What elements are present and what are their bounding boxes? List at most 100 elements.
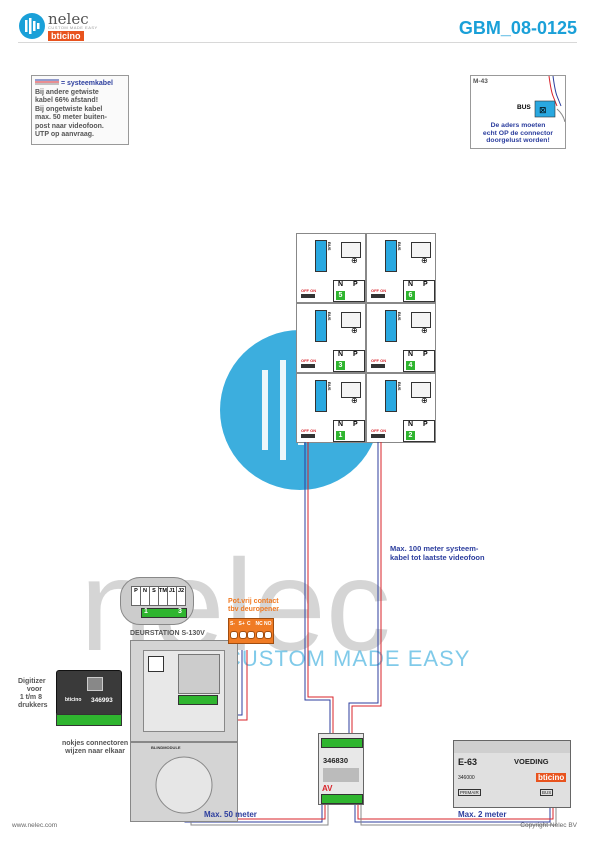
digitizer-label: Digitizer voor 1 t/m 8 drukkers: [18, 678, 48, 710]
monitor-off-on: OFF ON: [371, 288, 387, 293]
monitor-screen-icon: [341, 382, 361, 398]
monitor-np-box: N P 1: [333, 420, 365, 442]
note-line-6: post naar videofoon.: [35, 122, 104, 130]
header-divider: [18, 42, 577, 43]
monitor-bus-label: BUS: [327, 382, 332, 391]
blind-module-circle: [155, 756, 213, 814]
footer-website: www.nelec.com: [12, 822, 58, 829]
monitor-unit: BUS ⊕ N P 3 OFF ON: [296, 303, 366, 373]
door-station-label: DEURSTATION S-130V: [130, 630, 205, 637]
monitor-n-label: N: [408, 281, 414, 288]
relay-screw-icon: [230, 631, 238, 639]
voeding-label: VOEDING: [514, 757, 549, 766]
monitor-switch[interactable]: [301, 294, 315, 298]
monitor-number: 1: [336, 431, 345, 440]
cable-legend-icon: [35, 79, 59, 85]
digitizer-connector: [87, 677, 103, 691]
monitor-switch[interactable]: [301, 364, 315, 368]
logo-icon: [19, 13, 45, 39]
module-top-terminals: [321, 738, 363, 748]
relay-screw-icon: [247, 631, 255, 639]
camera-module: [148, 656, 164, 672]
max100-line-1: Max. 100 meter systeem-: [390, 544, 479, 553]
monitor-n-label: N: [338, 281, 344, 288]
note-legend: = systeemkabel: [35, 79, 125, 89]
contact-label: Pot.vrij contact tbv deuropener: [228, 598, 279, 614]
monitor-bus-label: BUS: [327, 242, 332, 251]
bticino-logo: bticino: [48, 31, 84, 41]
logo-tagline: CUSTOM MADE EASY: [48, 25, 98, 30]
monitor-n-label: N: [408, 351, 414, 358]
relay-terminal-label: S+: [238, 621, 245, 627]
monitor-bus-terminal: [385, 240, 397, 272]
module-av: AV: [322, 784, 333, 793]
module-bottom-terminals: [321, 794, 363, 804]
terminal-strip: [178, 695, 218, 705]
blind-module: BLINDMODULE: [130, 742, 238, 822]
relay-terminal-label: NC: [255, 621, 263, 627]
power-supply-top-band: [454, 741, 570, 753]
systeemkabel-note: = systeemkabel Bij andere getwiste kabel…: [31, 75, 129, 145]
logo-text: nelec: [48, 10, 89, 28]
monitor-bus-label: BUS: [397, 312, 402, 321]
footer-copyright: Copyright Nelec BV: [520, 822, 577, 829]
monitor-knob-icon: ⊕: [421, 256, 428, 265]
connector-terminal-label: J2: [176, 586, 186, 606]
monitor-off-on: OFF ON: [301, 358, 317, 363]
monitor-np-box: N P 3: [333, 350, 365, 372]
svg-text:⊠: ⊠: [539, 106, 547, 116]
connector-n1: 1: [144, 608, 148, 615]
monitor-switch[interactable]: [371, 364, 385, 368]
note-line-3: kabel 66% afstand!: [35, 97, 99, 104]
m43-note-1: De aders moeten: [490, 122, 546, 129]
max100-line-2: kabel tot laatste videofoon: [390, 553, 485, 562]
voeding-code: E-63: [458, 757, 478, 767]
nokjes-line-1: nokjes connectoren: [62, 740, 129, 747]
monitor-bus-terminal: [385, 310, 397, 342]
monitor-p-label: P: [423, 421, 428, 428]
monitor-knob-icon: ⊕: [351, 396, 358, 405]
relay-screw-icon: [255, 631, 264, 639]
relay-terminal-label: S-: [230, 621, 235, 627]
monitor-switch[interactable]: [371, 294, 385, 298]
circuit-board: [178, 654, 220, 694]
document-code: GBM_08-0125: [458, 18, 577, 38]
monitor-off-on: OFF ON: [301, 288, 317, 293]
max50-label: Max. 50 meter: [204, 810, 257, 819]
monitor-off-on: OFF ON: [371, 358, 387, 363]
monitor-screen-icon: [411, 382, 431, 398]
monitor-switch[interactable]: [301, 434, 315, 438]
voeding-bus: BUS: [540, 789, 554, 796]
monitor-unit: BUS ⊕ N P 2 OFF ON: [366, 373, 436, 443]
nokjes-note: nokjes connectoren wijzen naar elkaar: [62, 740, 128, 756]
monitor-bus-terminal: [315, 240, 327, 272]
blind-module-label: BLINDMODULE: [151, 745, 181, 750]
voeding-brand: bticino: [536, 773, 567, 782]
voeding-part: 346000: [458, 775, 475, 781]
m43-title: M-43: [473, 78, 488, 85]
monitor-np-box: N P 2: [403, 420, 435, 442]
module-346830: 346830 AV: [318, 733, 364, 805]
connector-n2: 3: [178, 608, 182, 615]
digitizer-label-2: voor: [26, 686, 42, 693]
digitizer-brand: bticino: [65, 697, 82, 703]
monitor-bus-label: BUS: [397, 242, 402, 251]
monitor-number: 5: [336, 291, 345, 300]
monitor-unit: BUS ⊕ N P 6 OFF ON: [366, 233, 436, 303]
max100-label: Max. 100 meter systeem- kabel tot laatst…: [390, 544, 485, 562]
monitor-bus-terminal: [385, 380, 397, 412]
monitor-n-label: N: [338, 421, 344, 428]
monitor-unit: BUS ⊕ N P 4 OFF ON: [366, 303, 436, 373]
monitor-switch[interactable]: [371, 434, 385, 438]
note-line-4: Bij ongetwiste kabel: [35, 105, 103, 113]
monitor-np-box: N P 6: [403, 280, 435, 302]
contact-label-2: tbv deuropener: [228, 606, 279, 613]
nelec-logo: [18, 10, 98, 42]
monitor-number: 2: [406, 431, 415, 440]
relay-terminal-label: NO: [264, 621, 272, 627]
monitor-screen-icon: [341, 312, 361, 328]
note-line-2: Bij andere getwiste: [35, 88, 99, 96]
digitizer-code: 346993: [91, 697, 113, 704]
